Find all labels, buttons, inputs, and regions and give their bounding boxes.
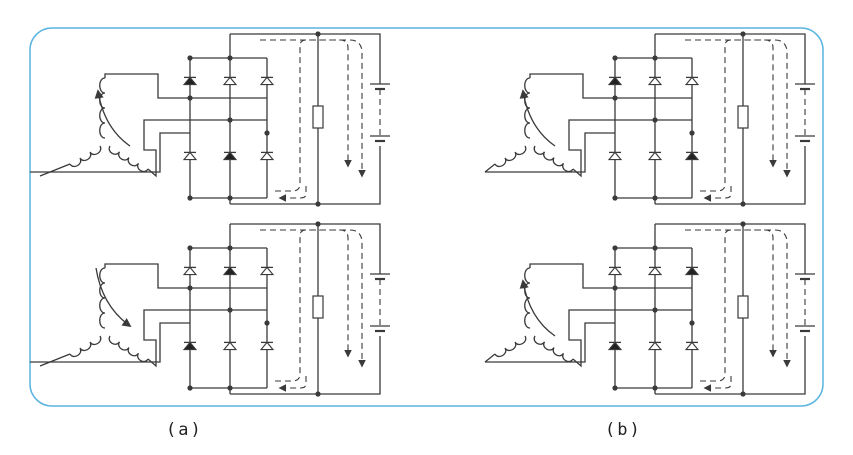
diode-icon [222, 341, 238, 351]
diode-icon [182, 266, 198, 276]
diode-icon [259, 266, 275, 276]
rotation-arrow-icon [519, 279, 556, 337]
junction-dot [652, 245, 658, 251]
conducting-diode-icon [222, 266, 238, 276]
current-path-load [700, 229, 777, 382]
current-path-battery [685, 39, 791, 178]
winding-coil [108, 335, 149, 363]
current-return-arrow [703, 186, 732, 202]
junction-dot [187, 245, 193, 251]
conducting-diode-icon [684, 266, 700, 276]
junction-dot [740, 31, 746, 37]
winding-coil [108, 145, 149, 173]
junction-dot [612, 385, 618, 391]
winding-coil [69, 335, 102, 358]
current-path-battery [685, 229, 791, 368]
junction-dot [315, 31, 321, 37]
rotation-arrow-icon [94, 89, 131, 147]
junction-dot [264, 130, 270, 136]
diode-icon [647, 341, 663, 351]
rotation-arrow-icon [519, 89, 556, 147]
junction-dot [187, 55, 193, 61]
junction-dot [612, 245, 618, 251]
conducting-diode-icon [607, 341, 623, 351]
caption-b: (b) [605, 420, 642, 440]
current-path-battery [260, 39, 366, 178]
diode-icon [647, 266, 663, 276]
circuit-panel-a-top [30, 31, 390, 207]
rotation-arrow-icon [95, 267, 132, 328]
diode-icon [222, 76, 238, 86]
junction-dot [187, 385, 193, 391]
junction-dot [612, 195, 618, 201]
diode-icon [182, 151, 198, 161]
winding-coil [533, 145, 574, 173]
diode-icon [259, 76, 275, 86]
current-return-arrow [278, 186, 307, 202]
conducting-diode-icon [684, 151, 700, 161]
diode-icon [259, 341, 275, 351]
current-path-load [275, 229, 352, 382]
winding-coil [533, 335, 574, 363]
diode-icon [607, 266, 623, 276]
diode-icon [607, 151, 623, 161]
load-resistor-icon [737, 295, 749, 319]
diode-icon [259, 151, 275, 161]
caption-a: (a) [166, 420, 203, 440]
junction-dot [652, 55, 658, 61]
junction-dot [689, 130, 695, 136]
current-return-arrow [278, 376, 307, 392]
junction-dot [227, 195, 233, 201]
junction-dot [689, 320, 695, 326]
winding-coil [494, 335, 527, 358]
diode-icon [684, 341, 700, 351]
junction-dot [612, 55, 618, 61]
winding-coil [69, 145, 102, 168]
junction-dot [652, 385, 658, 391]
load-resistor-icon [312, 295, 324, 319]
winding-coil [99, 267, 106, 329]
current-path-battery [260, 229, 366, 368]
junction-dot [264, 320, 270, 326]
conducting-diode-icon [607, 76, 623, 86]
junction-dot [227, 385, 233, 391]
diode-icon [684, 76, 700, 86]
junction-dot [652, 195, 658, 201]
circuit-panel-a-bottom [30, 221, 390, 397]
current-path-load [275, 39, 352, 192]
diode-icon [647, 76, 663, 86]
diode-icon [647, 151, 663, 161]
load-resistor-icon [312, 105, 324, 129]
circuit-panel-b-top [484, 31, 815, 207]
load-resistor-icon [737, 105, 749, 129]
junction-dot [187, 195, 193, 201]
current-path-load [700, 39, 777, 192]
junction-dot [227, 55, 233, 61]
junction-dot [227, 245, 233, 251]
conducting-diode-icon [222, 151, 238, 161]
circuit-panel-b-bottom [484, 221, 815, 397]
diagram-frame [29, 27, 824, 407]
conducting-diode-icon [182, 341, 198, 351]
current-return-arrow [703, 376, 732, 392]
conducting-diode-icon [182, 76, 198, 86]
winding-coil [494, 145, 527, 168]
